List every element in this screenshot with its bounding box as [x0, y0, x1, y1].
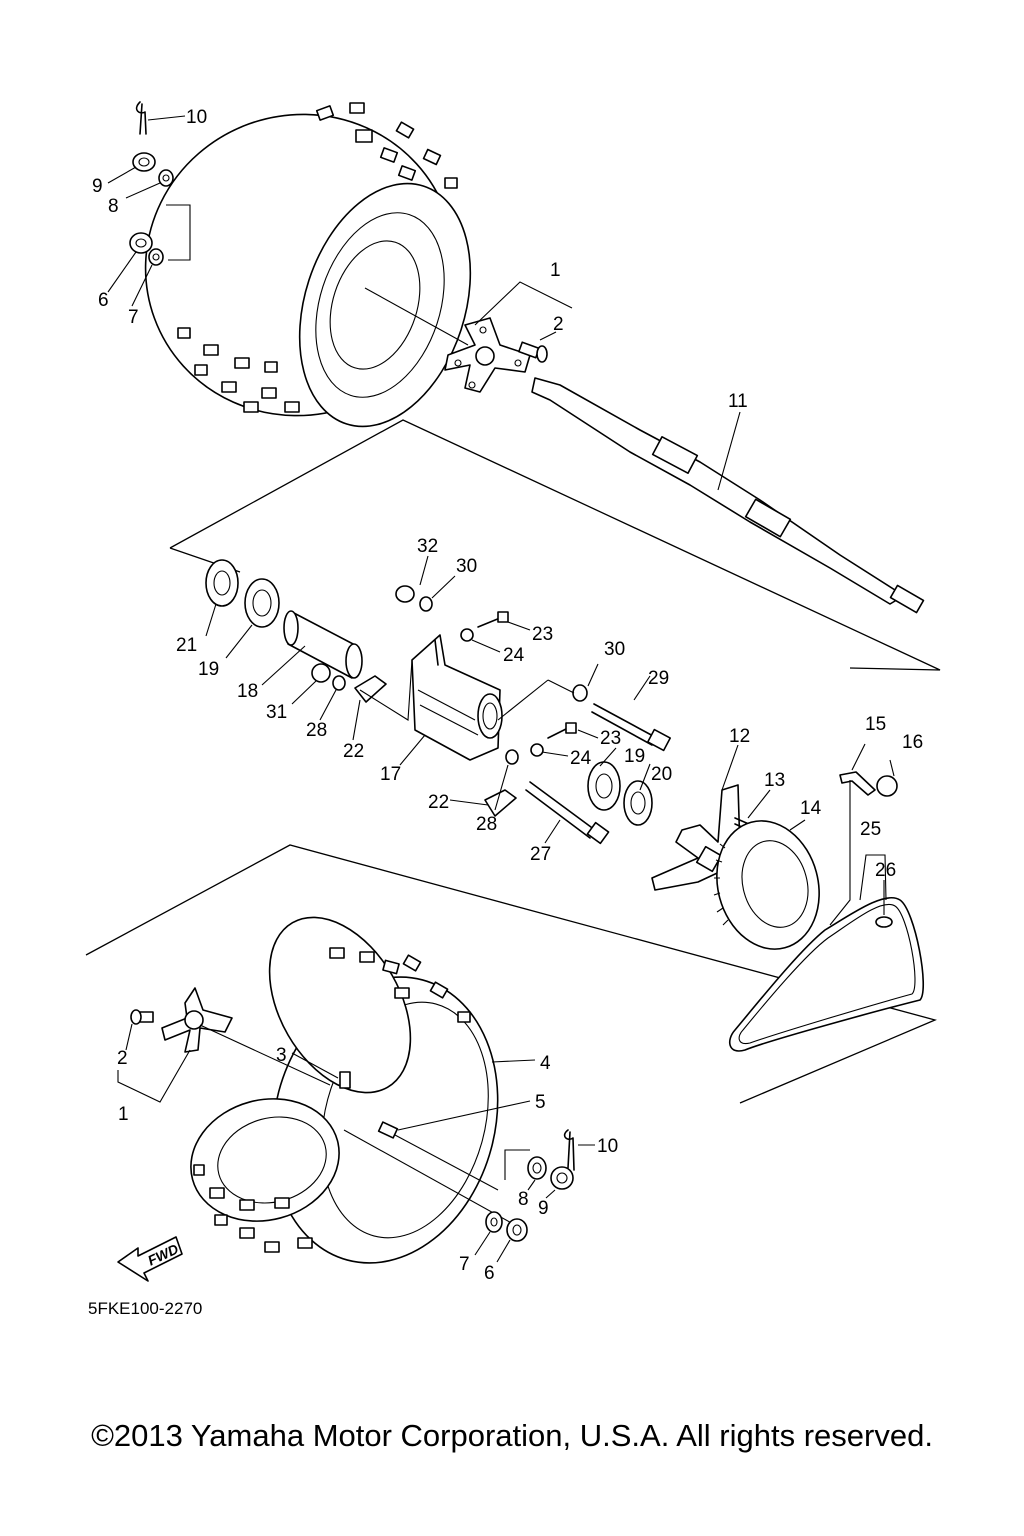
bearing-19-left [244, 578, 280, 628]
leader-lines [107, 115, 895, 1263]
callout-20: 20 [651, 764, 672, 785]
callout-10-upper: 10 [186, 107, 207, 128]
callout-30-upper: 30 [456, 556, 477, 577]
callout-27: 27 [530, 844, 551, 865]
drive-chain-25 [728, 897, 924, 1052]
master-link-26 [875, 916, 893, 928]
rear-hub-housing-17 [411, 634, 503, 761]
callout-29: 29 [648, 668, 669, 689]
cotter-pin-10-upper [135, 101, 147, 135]
callout-7-lower: 7 [459, 1254, 470, 1275]
cotter-pin-10-lower [563, 1129, 575, 1171]
callout-31: 31 [266, 702, 287, 723]
callout-19-right: 19 [624, 746, 645, 767]
wheel-upper [144, 102, 472, 428]
tread-blocks-upper [177, 102, 458, 413]
callout-12: 12 [729, 726, 750, 747]
callout-18: 18 [237, 681, 258, 702]
copyright-notice: ©2013 Yamaha Motor Corporation, U.S.A. A… [91, 1418, 933, 1453]
callout-9-upper: 9 [92, 176, 103, 197]
callout-26: 26 [875, 860, 896, 881]
callout-30-lower: 30 [604, 639, 625, 660]
callout-24-lower: 24 [570, 748, 592, 769]
callout-6-upper: 6 [98, 290, 109, 311]
wheel-lower [190, 916, 499, 1264]
nut-24-upper [460, 628, 474, 642]
callout-32: 32 [417, 536, 438, 557]
callout-1-upper: 1 [550, 260, 561, 281]
washer-8-upper [158, 169, 174, 187]
nut-24-lower [530, 743, 544, 757]
tread-blocks-lower [193, 947, 471, 1253]
callout-2-lower: 2 [117, 1048, 128, 1069]
bolt-23-upper [477, 611, 509, 628]
hub-stud-2-lower [130, 1009, 154, 1025]
nut-6-upper [129, 232, 153, 254]
callout-23-lower: 23 [600, 728, 621, 749]
callout-24-upper: 24 [503, 645, 525, 666]
callout-7-upper: 7 [128, 307, 139, 328]
adjuster-22-upper [354, 675, 387, 703]
callout-23-upper: 23 [532, 624, 553, 645]
oil-seal-20 [623, 780, 653, 826]
bolt-29 [591, 703, 672, 752]
washer-8-lower [527, 1156, 547, 1180]
bolt-23-lower [547, 722, 577, 739]
callout-8-lower: 8 [518, 1189, 529, 1210]
callout-10-lower: 10 [597, 1136, 618, 1157]
callout-25: 25 [860, 819, 881, 840]
bearing-19-right [587, 761, 621, 811]
castle-nut-9-upper [132, 152, 156, 172]
callout-5: 5 [535, 1092, 546, 1113]
chain-guide-15 [839, 771, 876, 796]
callout-28-lower: 28 [476, 814, 497, 835]
forward-direction-arrow: FWD [117, 1236, 183, 1282]
washer-30-lower [572, 684, 588, 702]
callout-15: 15 [865, 714, 886, 735]
callout-13: 13 [764, 770, 785, 791]
castle-nut-9-lower [550, 1166, 574, 1190]
callout-19-left: 19 [198, 659, 219, 680]
washer-7-upper [148, 248, 164, 266]
washer-30-upper [419, 596, 433, 612]
callout-9-lower: 9 [538, 1198, 549, 1219]
callout-14: 14 [800, 798, 822, 819]
washer-28-lower [505, 749, 519, 765]
callout-2-upper: 2 [553, 314, 564, 335]
callout-8-upper: 8 [108, 196, 119, 217]
valve-3 [339, 1071, 351, 1089]
callout-22-upper: 22 [343, 741, 364, 762]
hub-stud-5 [377, 1121, 399, 1139]
nut-31 [311, 663, 331, 683]
nut-32 [395, 585, 415, 603]
hub-stud-2-upper [518, 341, 548, 363]
callout-labels: 10 9 8 6 7 1 2 11 32 30 23 24 21 19 18 3… [92, 107, 923, 1284]
callout-1-lower: 1 [118, 1104, 129, 1125]
callout-22-lower: 22 [428, 792, 449, 813]
bearing-21 [205, 559, 239, 607]
drawing-code: 5FKE100-2270 [88, 1299, 202, 1318]
washer-28-upper [332, 675, 346, 691]
callout-28-upper: 28 [306, 720, 327, 741]
washer-7-lower [485, 1211, 503, 1233]
callout-21: 21 [176, 635, 197, 656]
collar-18 [283, 610, 363, 679]
callout-4: 4 [540, 1053, 551, 1074]
callout-16: 16 [902, 732, 923, 753]
callout-17: 17 [380, 764, 401, 785]
callout-3: 3 [276, 1045, 287, 1066]
bolt-27 [525, 781, 610, 845]
nut-6-lower [506, 1218, 528, 1242]
rear-axle-11 [531, 377, 925, 614]
assembly-plane-lower [85, 844, 937, 1104]
callout-11: 11 [728, 391, 748, 412]
sprocket-14 [713, 820, 820, 950]
callout-6-lower: 6 [484, 1263, 495, 1284]
wheel-hub-upper [444, 317, 531, 393]
adjuster-22-lower [484, 789, 517, 817]
nut-16 [876, 775, 898, 797]
wheel-hub-lower [161, 987, 233, 1053]
